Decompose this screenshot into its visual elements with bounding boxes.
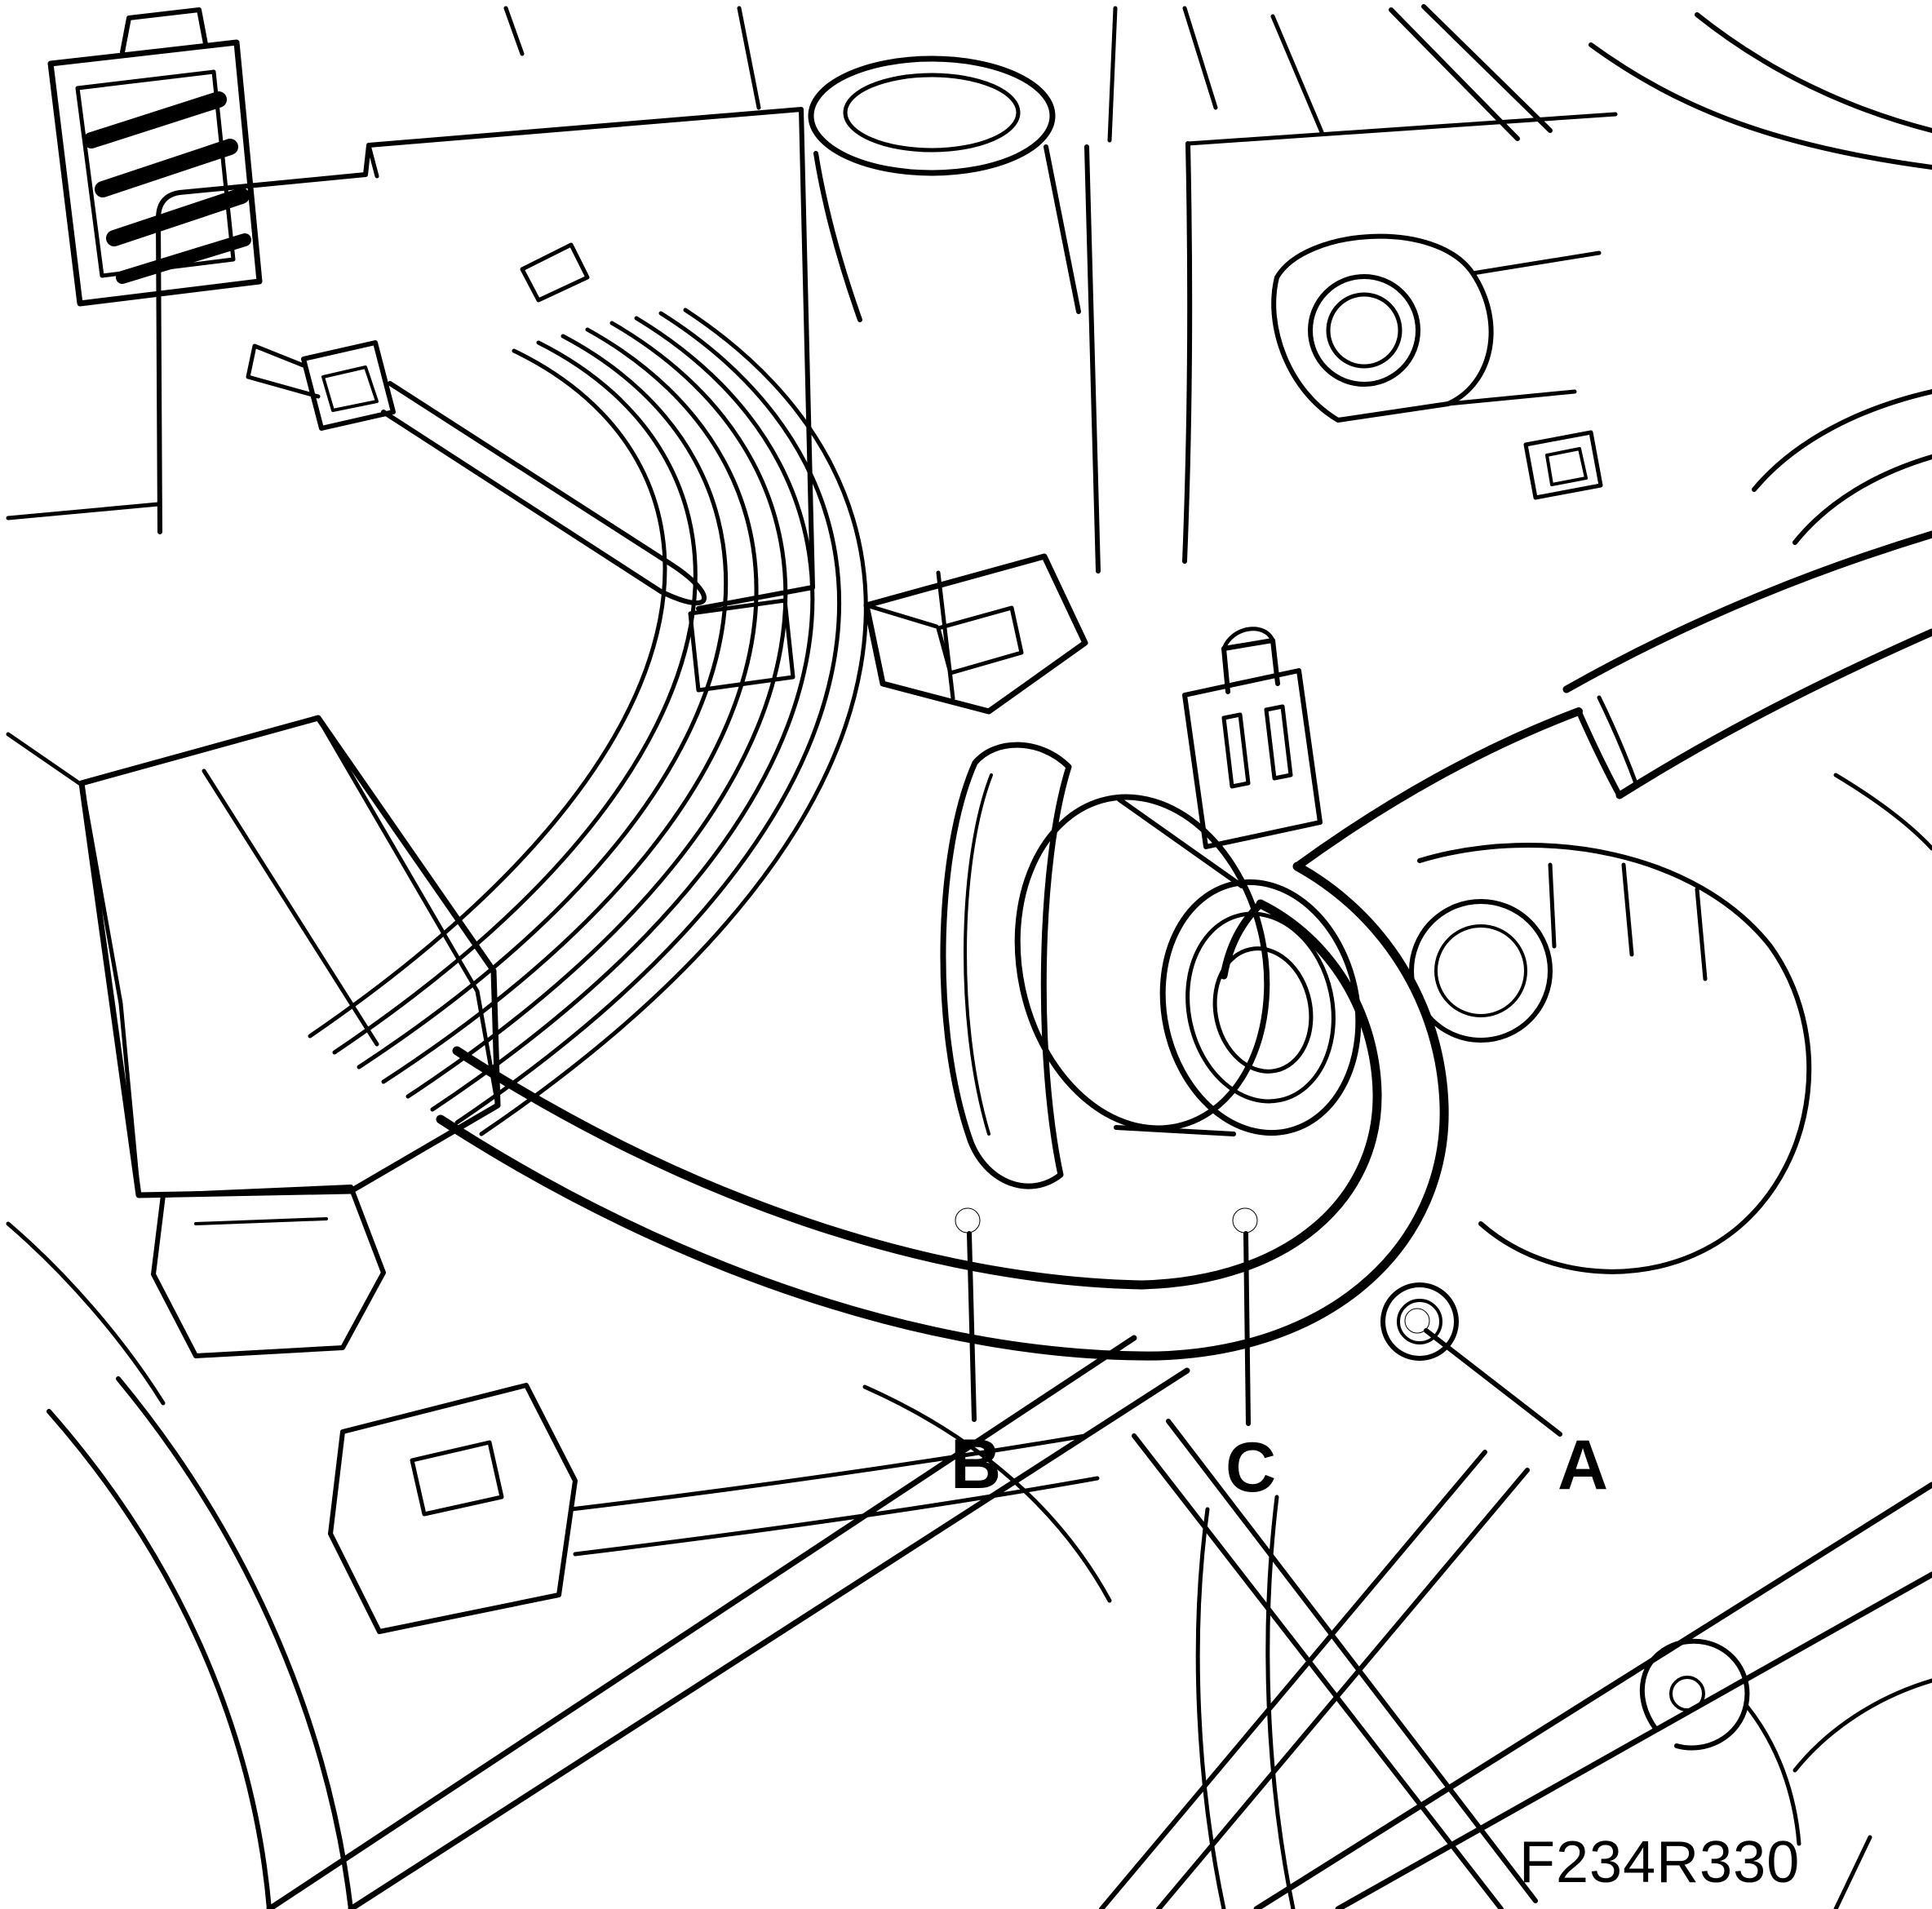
callout-dot-c: [1232, 1207, 1258, 1234]
leader-line-c: [1243, 1231, 1251, 1426]
mounting-panel: [6, 6, 815, 693]
cable-tie-anchor: [47, 7, 263, 307]
leader-line-a: [1424, 1328, 1562, 1437]
engine-outline-top: [1182, 4, 1932, 170]
callout-label-c: C: [1225, 1428, 1277, 1507]
purge-valve: [940, 742, 1362, 1189]
callout-label-b: B: [950, 1425, 1002, 1504]
bracket-with-hole: [1271, 233, 1603, 500]
harness-connector: [6, 715, 501, 1358]
leader-line-b: [967, 1231, 977, 1422]
subframe-structure: [6, 1221, 1932, 1909]
curled-hose-end: [1639, 1638, 1932, 1909]
small-connector: [328, 1383, 1100, 1634]
callout-dot-b: [955, 1207, 981, 1234]
cable-tie: [246, 340, 707, 606]
callout-label-a: A: [1557, 1426, 1609, 1504]
filler-neck: [808, 6, 1618, 574]
callout-leaders: [955, 1207, 1562, 1437]
engine-block-right: [1380, 389, 1932, 1361]
figure-code: F234R330: [1519, 1830, 1801, 1895]
callout-dot-a: [1404, 1308, 1430, 1334]
hose-clip: [1182, 627, 1323, 849]
wiring-harness: [308, 308, 868, 1136]
wedge-mount: [863, 553, 1088, 715]
hose-loop: [436, 707, 1583, 1361]
large-hose: [1562, 530, 1932, 799]
